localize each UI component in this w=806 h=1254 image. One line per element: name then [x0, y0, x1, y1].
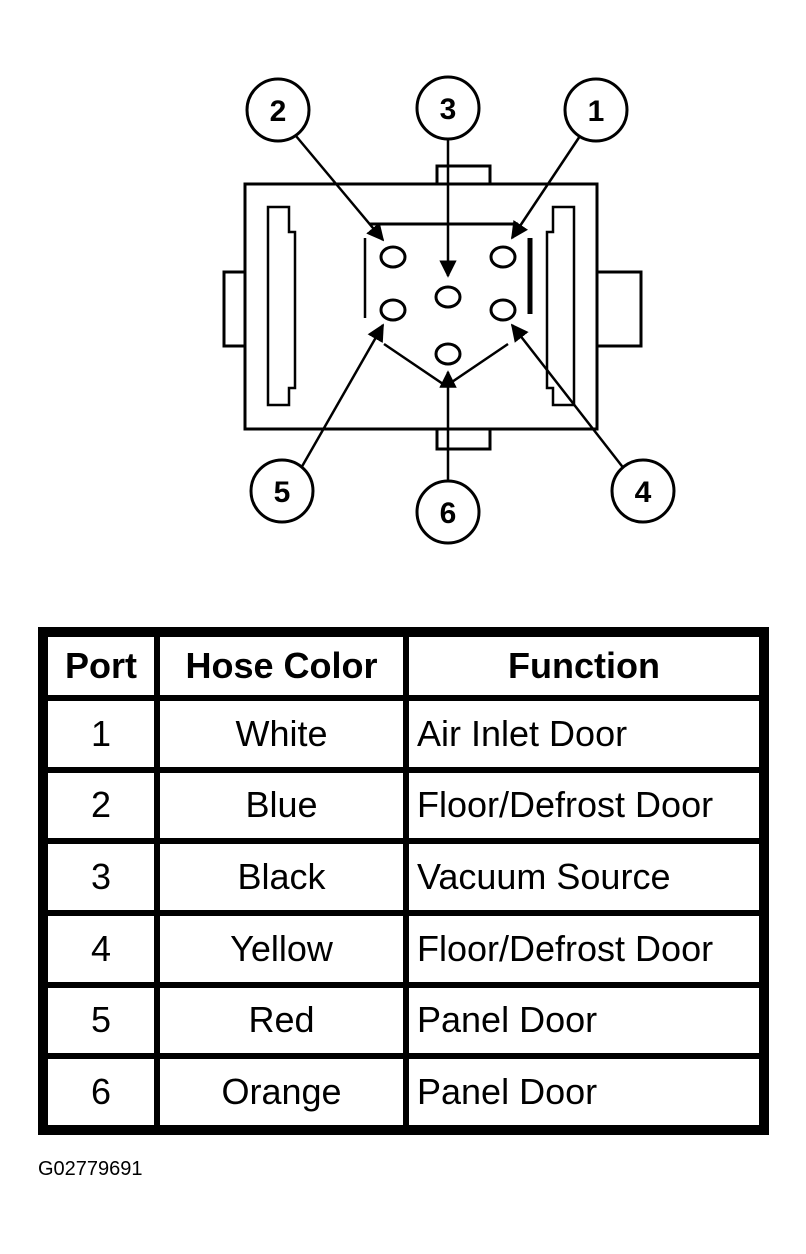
cell-port: 2 — [45, 769, 157, 842]
svg-text:1: 1 — [588, 95, 605, 128]
arrow-5 — [298, 323, 385, 471]
cell-hose-color: Black — [157, 841, 406, 913]
table-row: 1 White Air Inlet Door — [45, 698, 762, 770]
figure-id: G02779691 — [38, 1158, 143, 1180]
connector-body — [222, 164, 643, 451]
cell-hose-color: White — [157, 698, 406, 770]
port-hole-4 — [489, 298, 517, 322]
svg-text:4: 4 — [635, 476, 652, 509]
port-hole-5 — [379, 298, 407, 322]
cell-port: 3 — [45, 841, 157, 913]
callout-2: 2 — [245, 77, 311, 143]
cell-hose-color: Red — [157, 984, 406, 1057]
cell-function: Vacuum Source — [406, 841, 762, 913]
callout-3: 3 — [415, 75, 481, 141]
cell-port: 1 — [45, 698, 157, 770]
header-function: Function — [406, 634, 762, 698]
cell-function: Air Inlet Door — [406, 698, 762, 770]
callout-6: 6 — [415, 479, 481, 545]
header-port: Port — [45, 634, 157, 698]
cell-port: 6 — [45, 1056, 157, 1128]
cell-hose-color: Blue — [157, 769, 406, 842]
port-hose-function-table: Port Hose Color Function 1 White Air Inl… — [38, 627, 769, 1135]
port-hole-3 — [434, 285, 462, 309]
arrow-1 — [510, 135, 582, 240]
cell-function: Panel Door — [406, 1056, 762, 1128]
cell-hose-color: Orange — [157, 1056, 406, 1128]
table-row: 5 Red Panel Door — [45, 984, 762, 1057]
svg-text:6: 6 — [440, 497, 457, 530]
svg-text:2: 2 — [270, 95, 287, 128]
svg-text:3: 3 — [440, 93, 457, 126]
callout-1: 1 — [563, 77, 629, 143]
port-hole-6 — [434, 342, 462, 366]
cell-port: 5 — [45, 984, 157, 1057]
callout-5: 5 — [249, 458, 315, 524]
table-row: 2 Blue Floor/Defrost Door — [45, 769, 762, 842]
cell-function: Panel Door — [406, 984, 762, 1057]
callout-4: 4 — [610, 458, 676, 524]
cell-hose-color: Yellow — [157, 912, 406, 985]
port-holes — [379, 245, 517, 366]
port-hole-2 — [379, 245, 407, 269]
arrow-4 — [510, 323, 626, 471]
arrow-2 — [295, 135, 385, 242]
callouts: 2 3 1 5 6 4 — [245, 75, 676, 545]
cell-function: Floor/Defrost Door — [406, 912, 762, 985]
vacuum-connector-diagram: 2 3 1 5 6 4 — [222, 75, 676, 545]
cell-function: Floor/Defrost Door — [406, 769, 762, 842]
table-header-row: Port Hose Color Function — [45, 634, 762, 698]
table-row: 4 Yellow Floor/Defrost Door — [45, 912, 762, 985]
svg-text:5: 5 — [274, 476, 291, 509]
table-row: 3 Black Vacuum Source — [45, 841, 762, 913]
header-hose-color: Hose Color — [157, 634, 406, 698]
table-row: 6 Orange Panel Door — [45, 1056, 762, 1128]
port-hole-1 — [489, 245, 517, 269]
cell-port: 4 — [45, 912, 157, 985]
leader-arrows — [295, 135, 626, 486]
